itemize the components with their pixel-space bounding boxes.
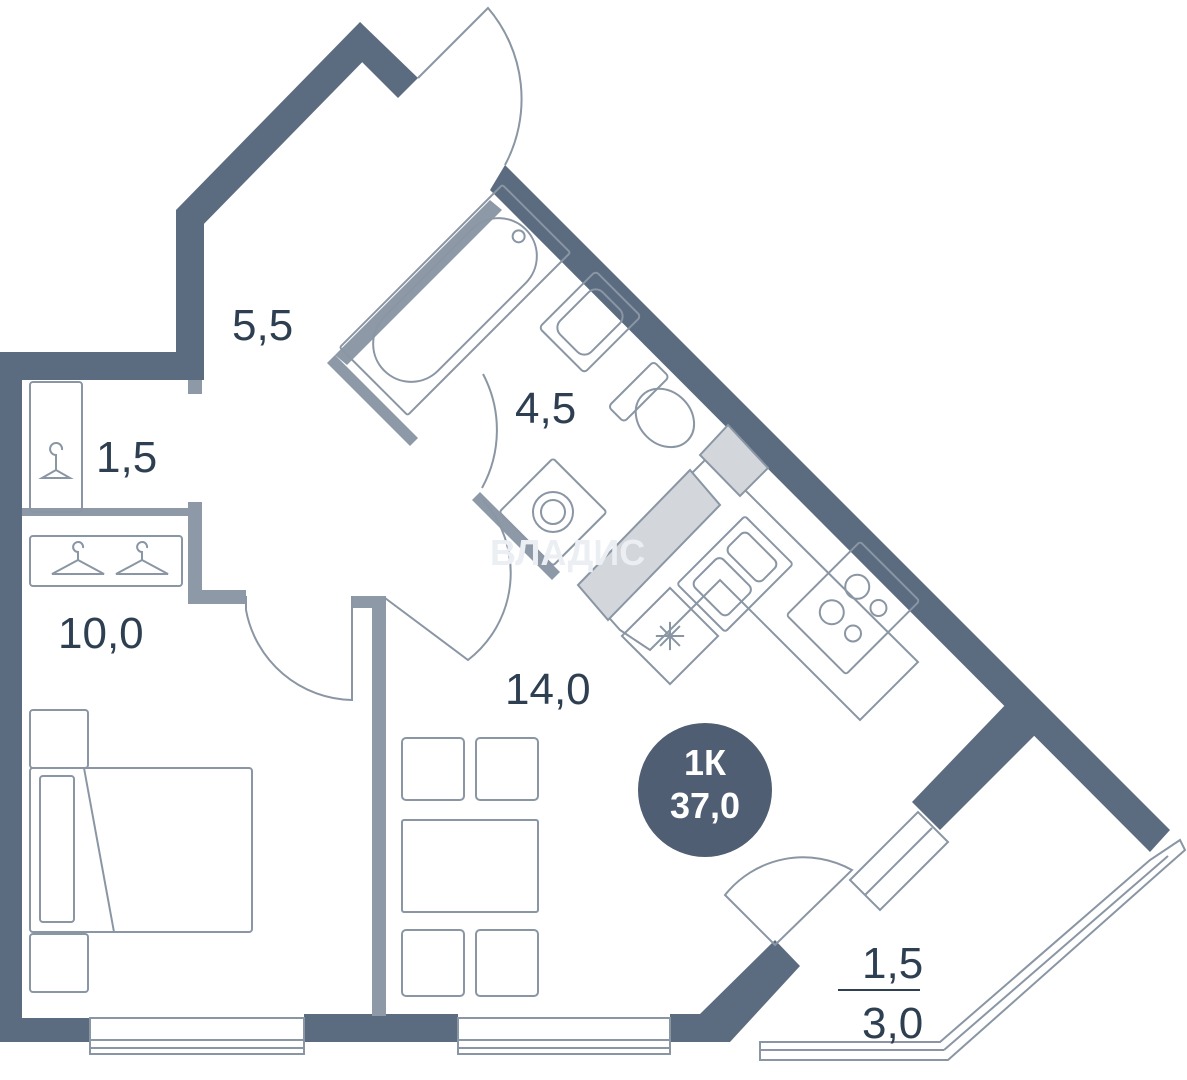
bathroom-fixtures: [339, 184, 696, 566]
kitchen-sink: [677, 516, 793, 632]
bedroom-wardrobe: [29, 535, 183, 587]
cooktop: [786, 541, 920, 675]
closet-wardrobe: [29, 381, 83, 513]
entry-door: [417, 6, 523, 166]
partition-bedroom-hall-upper: [188, 380, 202, 394]
bathtub: [339, 184, 571, 416]
apartment-badge: 1К 37,0: [638, 723, 772, 857]
bathroom-door: [481, 373, 498, 489]
partition-closet-top: [22, 508, 190, 516]
washbasin: [539, 271, 641, 373]
windows: [89, 838, 1187, 1061]
window-living: [457, 1017, 671, 1055]
wall-bottom: [0, 1018, 90, 1042]
area-closet: 1,5: [96, 433, 157, 482]
area-bathroom: 4,5: [515, 384, 576, 433]
badge-total: 37,0: [670, 785, 740, 826]
toilet: [608, 361, 696, 449]
area-bedroom: 10,0: [58, 609, 144, 658]
area-balcony-total: 3,0: [862, 999, 923, 1048]
bedroom-door: [245, 596, 353, 702]
window-balcony: [759, 838, 1187, 1061]
partition-bedroom-bottom: [188, 590, 246, 604]
wall-hall-left: [176, 210, 204, 380]
hanger-icon: [115, 541, 169, 575]
kitchen-door: [384, 499, 512, 662]
dining-set: [401, 737, 539, 997]
wall-bottom-right: [670, 1014, 700, 1042]
kitchen-counter: [576, 423, 920, 722]
double-bed: [29, 709, 253, 993]
wall-left: [0, 352, 22, 1040]
badge-rooms: 1К: [684, 742, 727, 783]
partition-living-left: [372, 596, 386, 1016]
chair: [475, 929, 539, 997]
washing-machine: [499, 458, 607, 566]
wall-loggia-stub: [912, 700, 1040, 830]
wall-hall-diagonal: [176, 22, 380, 232]
badge-circle: [638, 723, 772, 857]
watermark: ВЛАДИС: [490, 532, 645, 573]
wall-balcony-corner: [700, 940, 800, 1042]
fridge-top: [576, 468, 722, 622]
hanger-icon: [51, 541, 105, 575]
wall-entry-notch: [348, 22, 418, 98]
chair: [475, 737, 539, 801]
doors: [245, 6, 854, 947]
wall-bottom-mid: [304, 1014, 458, 1042]
area-balcony-main: 1,5: [862, 939, 923, 988]
wall-top-left: [0, 352, 180, 380]
exterior-walls: [0, 22, 1170, 1042]
chair: [401, 929, 465, 997]
window-bedroom: [89, 1017, 305, 1055]
wall-right-diagonal: [490, 165, 1170, 852]
balcony-cabinet: [848, 810, 950, 912]
freezer-icon: [620, 586, 720, 686]
area-kitchen-living: 14,0: [505, 665, 591, 714]
chair: [401, 737, 465, 801]
area-hall: 5,5: [232, 301, 293, 350]
partition-bedroom-hall: [188, 502, 202, 602]
cabinet-top: [698, 423, 770, 498]
dining-table: [401, 819, 539, 913]
partition-bath-left: [327, 355, 418, 446]
hanger-icon: [38, 442, 74, 479]
balcony-door: [723, 856, 854, 947]
partition-living-top: [352, 596, 386, 608]
